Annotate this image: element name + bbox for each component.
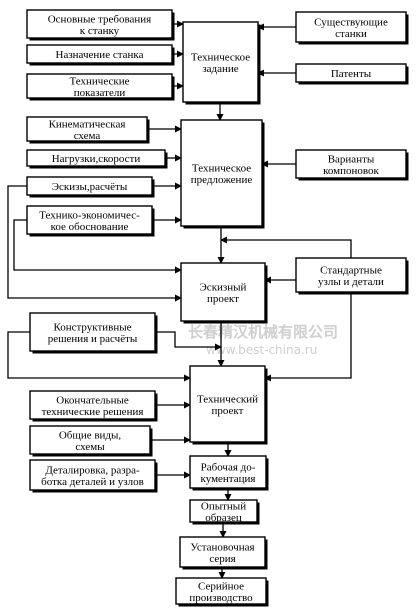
node-label-line: кое обоснование xyxy=(51,221,129,233)
node-label-line: Техническое xyxy=(192,162,251,174)
connector-arrow-20 xyxy=(7,331,191,382)
node-label-line: Опытный xyxy=(201,500,246,512)
node-label-line: к станку xyxy=(80,25,120,37)
node-label-line: Конструктивные xyxy=(53,321,131,333)
node-label-line: Технико-экономичес- xyxy=(39,209,140,221)
connector-arrow-15 xyxy=(220,236,352,258)
node-label-line: Деталировка, разра- xyxy=(45,464,140,476)
node-label-line: компоновок xyxy=(323,165,379,177)
node-box xyxy=(182,21,259,103)
node-rabochaya-dokumentatsiya: Рабочая до-кументация xyxy=(189,455,269,491)
node-label-line: Общие виды, xyxy=(59,429,122,441)
node-nagruzki-skorosti: Нагрузки,скорости xyxy=(26,149,168,169)
edges xyxy=(7,20,352,579)
node-label-line: станки xyxy=(335,28,367,40)
node-box xyxy=(189,499,258,523)
node-box xyxy=(26,205,153,235)
node-label-line: Патенты xyxy=(331,68,372,80)
node-label-line: Техническое xyxy=(191,51,250,63)
node-box xyxy=(29,390,156,420)
node-box xyxy=(179,536,266,568)
node-label-line: Основные требования xyxy=(48,13,152,25)
node-label-line: показатели xyxy=(74,87,126,99)
node-label-line: Технические xyxy=(70,75,130,87)
node-label-line: Стандартные xyxy=(320,264,382,276)
node-label-line: технические решения xyxy=(42,406,144,418)
node-obshchie-vidy: Общие виды,схемы xyxy=(29,425,153,457)
node-box xyxy=(295,63,407,83)
node-box xyxy=(29,425,151,455)
node-label-line: производство xyxy=(189,592,253,604)
node-box xyxy=(175,577,267,605)
node-box xyxy=(26,149,166,167)
node-box xyxy=(26,176,153,196)
node-box xyxy=(26,44,173,64)
node-label-line: ботка деталей и узлов xyxy=(41,476,144,488)
node-label-line: Кинематическая xyxy=(49,118,126,130)
node-label-line: проект xyxy=(212,405,244,417)
node-label-line: Установочная xyxy=(190,541,254,553)
node-label-line: кументация xyxy=(201,473,256,485)
node-label-line: проект xyxy=(207,293,239,305)
node-box xyxy=(295,149,407,179)
node-naznachenie-stanka: Назначение станка xyxy=(26,44,175,66)
node-box xyxy=(189,365,266,443)
node-box xyxy=(29,459,156,491)
node-label-line: Эскизный xyxy=(200,281,247,293)
node-patenty: Патенты xyxy=(295,63,409,85)
node-label-line: Окончательные xyxy=(56,394,129,406)
connector-arrow-19 xyxy=(155,331,222,351)
node-label-line: узлы и детали xyxy=(318,276,384,288)
node-label-line: Существующие xyxy=(314,16,388,28)
node-detalirovka: Деталировка, разра-ботка деталей и узлов xyxy=(29,459,158,493)
watermark-text: 长春精汉机械有限公司 xyxy=(188,323,338,341)
connector-arrow-14 xyxy=(13,219,182,274)
connector-arrow-17 xyxy=(264,292,352,382)
node-label-line: схема xyxy=(74,130,101,142)
node-label-line: Серийное xyxy=(198,580,244,592)
node-box xyxy=(26,9,173,39)
node-label-line: решения и расчёты xyxy=(48,333,138,345)
node-box xyxy=(189,455,267,489)
node-label-line: Нагрузки,скорости xyxy=(52,153,141,165)
watermark-url: www.best-china.ru xyxy=(206,343,317,357)
node-label-line: серия xyxy=(209,553,235,565)
node-label-line: схемы xyxy=(75,441,105,453)
node-box xyxy=(26,116,148,142)
node-label-line: образец xyxy=(205,512,242,524)
node-label-line: задание xyxy=(202,63,238,75)
node-label-line: Назначение станка xyxy=(56,49,144,61)
node-box xyxy=(180,119,263,227)
node-label-line: Технический xyxy=(197,393,258,405)
node-eskizy-raschety: Эскизы,расчёты xyxy=(26,176,155,198)
connector-arrow-13 xyxy=(7,185,182,302)
node-label-line: Рабочая до- xyxy=(201,461,256,473)
node-box xyxy=(295,11,407,43)
node-tekhniko-ekonom: Технико-экономичес-кое обоснование xyxy=(26,205,155,237)
node-box xyxy=(29,312,156,352)
node-box xyxy=(180,262,266,322)
node-label-line: Варианты xyxy=(328,153,375,165)
node-label-line: Эскизы,расчёты xyxy=(52,181,128,193)
node-box xyxy=(26,73,173,99)
node-label-line: предложение xyxy=(191,174,253,186)
node-box xyxy=(295,257,407,293)
